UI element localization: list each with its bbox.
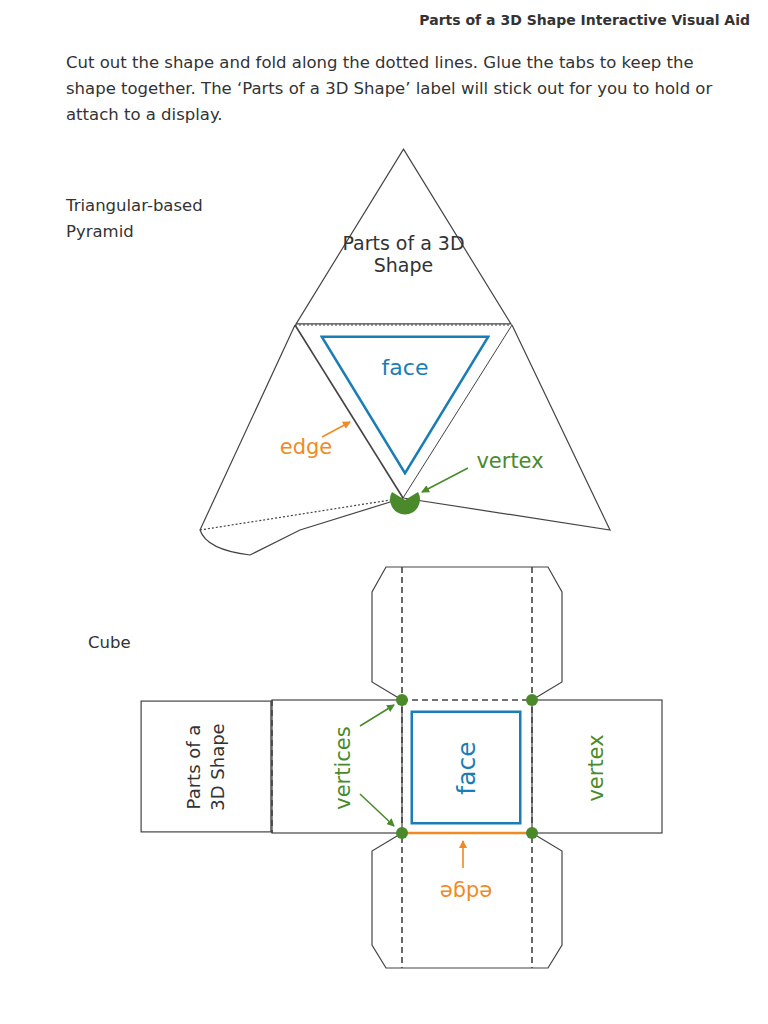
face-square: face bbox=[410, 710, 522, 825]
part-label: edge bbox=[440, 880, 493, 904]
edge-highlight bbox=[402, 832, 532, 835]
vertex-dot bbox=[396, 827, 408, 839]
part-label: vertex bbox=[476, 449, 543, 473]
node-text: face bbox=[360, 355, 450, 380]
node-text: Parts of a 3D Shape bbox=[334, 232, 474, 276]
edge-arrow bbox=[322, 422, 350, 437]
vertices-arrow bbox=[360, 794, 394, 826]
face-triangle: face bbox=[320, 335, 490, 475]
page-title: Parts of a 3D Shape Interactive Visual A… bbox=[419, 12, 750, 28]
vertex-dot bbox=[526, 694, 538, 706]
edge-arrow bbox=[462, 841, 464, 868]
shape-name: Triangular-based Pyramid bbox=[66, 193, 241, 245]
instructions: Cut out the shape and fold along the dot… bbox=[66, 50, 716, 128]
node-text: Parts of a 3D Shape bbox=[182, 711, 230, 823]
vertex-dot bbox=[396, 694, 408, 706]
node-outline bbox=[140, 700, 272, 833]
label-triangle: Parts of a 3D Shape bbox=[295, 148, 512, 325]
vertex-arrow bbox=[422, 468, 468, 492]
cube-net bbox=[272, 567, 662, 968]
part-label: vertices bbox=[331, 726, 355, 809]
part-label: edge bbox=[280, 435, 333, 459]
node-text: face bbox=[452, 723, 481, 813]
vertices-arrow bbox=[360, 705, 394, 726]
label-square: Parts of a 3D Shape bbox=[140, 700, 272, 833]
part-label: vertex bbox=[584, 734, 608, 801]
shape-name: Cube bbox=[88, 633, 131, 652]
vertex-dot bbox=[526, 827, 538, 839]
vertex-dot bbox=[390, 492, 420, 514]
pyramid-net bbox=[200, 325, 610, 555]
